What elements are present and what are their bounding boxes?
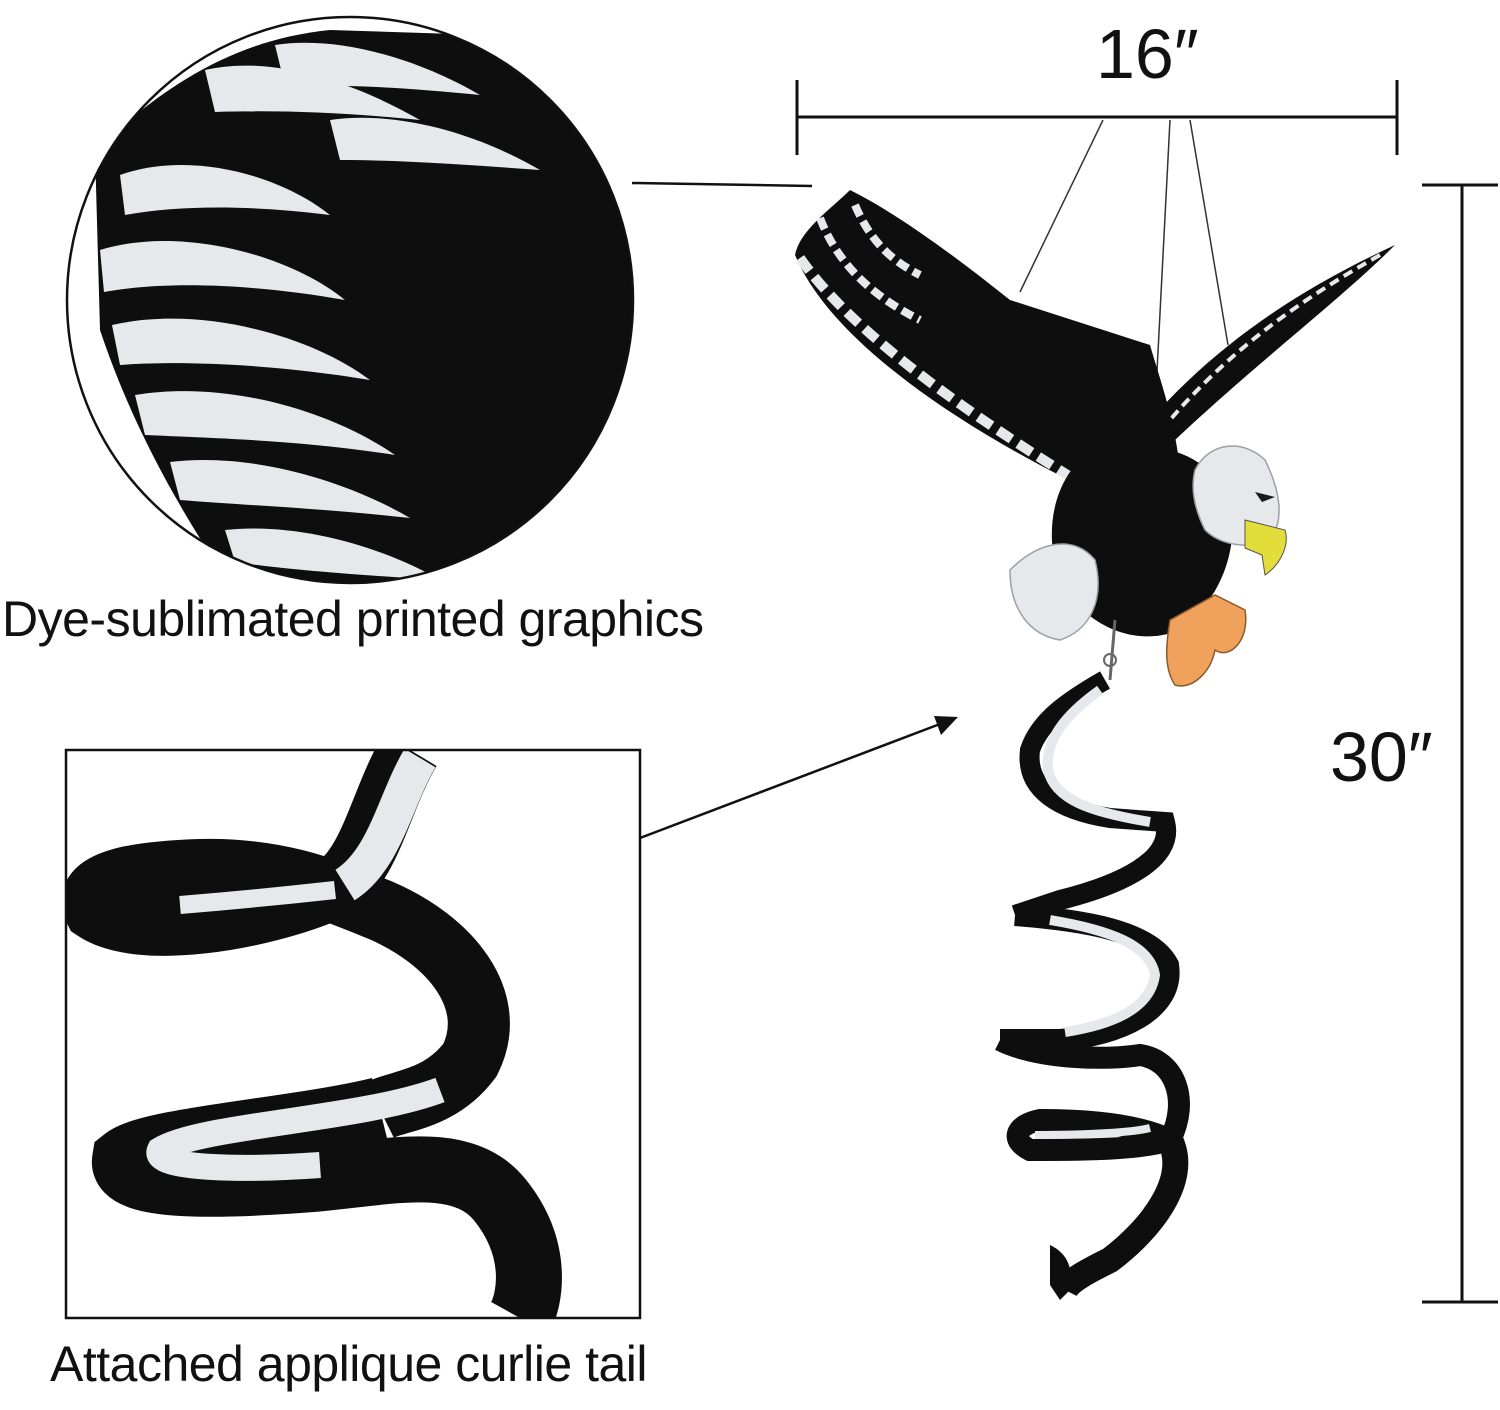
- tail-callout-arrowhead: [934, 716, 958, 735]
- width-dimension-line: [795, 80, 1399, 155]
- graphics-callout-line: [631, 181, 813, 188]
- hanging-strings: [1019, 119, 1229, 411]
- wing-closeup-circle: [65, 15, 635, 585]
- height-label: 30″: [1330, 718, 1433, 796]
- eagle-spinner: [795, 190, 1395, 687]
- tail-closeup-box: [64, 748, 642, 1320]
- height-dimension-line: [1422, 183, 1498, 1304]
- tail-caption: Attached applique curlie tail: [50, 1336, 648, 1392]
- width-label: 16″: [1096, 15, 1199, 93]
- tail-callout-line: [639, 722, 941, 840]
- curlie-tail: [995, 671, 1190, 1300]
- graphics-caption: Dye-sublimated printed graphics: [2, 591, 704, 647]
